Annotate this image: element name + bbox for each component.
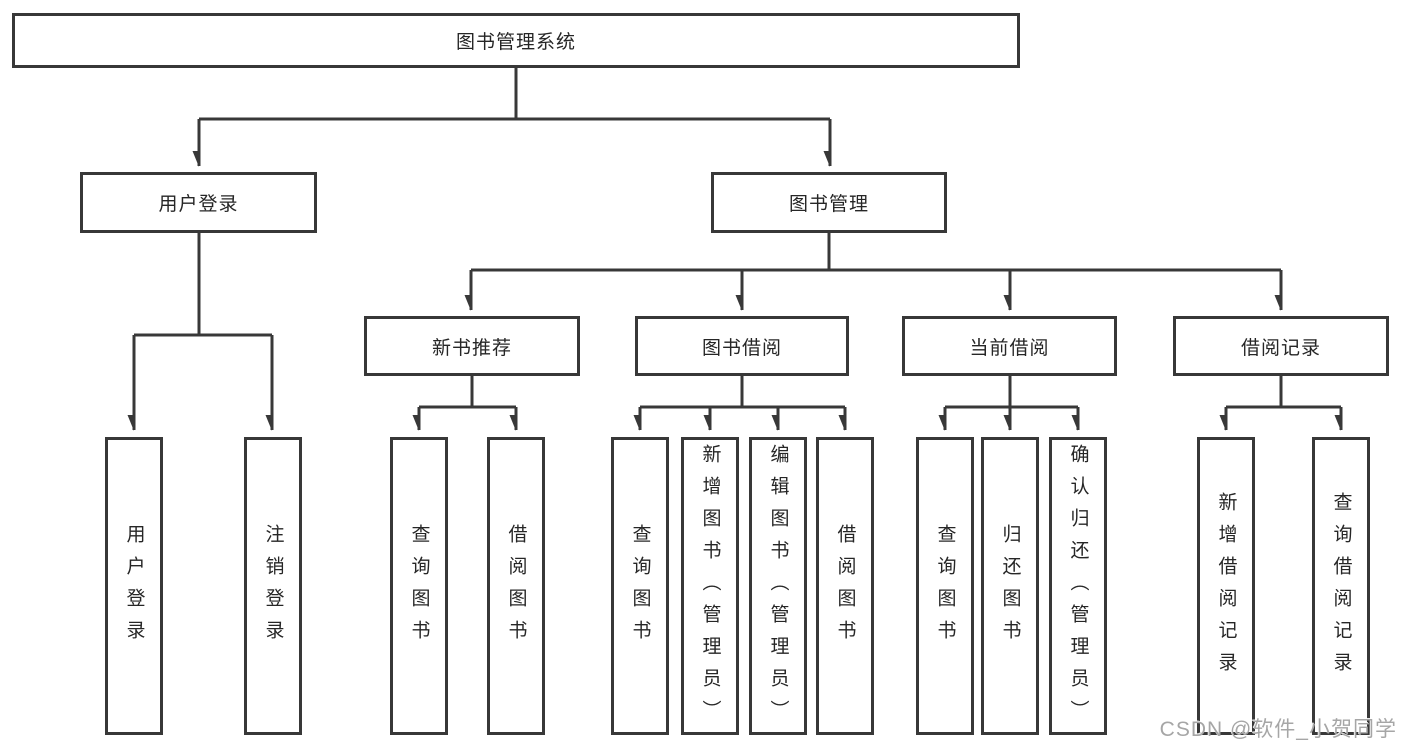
- node-leaf-query-books-2-label: 查询图书: [629, 524, 651, 652]
- node-leaf-query-books-3-label: 查询图书: [934, 524, 956, 652]
- node-leaf-query-borrow-record: 查询借阅记录: [1312, 437, 1370, 735]
- node-leaf-user-login: 用户登录: [105, 437, 163, 735]
- node-user-login-label: 用户登录: [158, 194, 239, 215]
- node-root-label: 图书管理系统: [455, 32, 576, 53]
- node-leaf-borrow-books-2-label: 借阅图书: [834, 524, 856, 652]
- watermark: CSDN @软件_小贺同学: [1159, 718, 1397, 741]
- node-leaf-add-borrow-record: 新增借阅记录: [1197, 437, 1255, 735]
- node-root: 图书管理系统: [12, 13, 1020, 68]
- node-book-borrow-label: 图书借阅: [701, 337, 782, 359]
- node-leaf-query-books-1-label: 查询图书: [408, 524, 430, 652]
- node-user-login: 用户登录: [80, 172, 317, 233]
- node-leaf-borrow-books-1-label: 借阅图书: [505, 524, 527, 652]
- node-leaf-return-books-label: 归还图书: [999, 524, 1021, 652]
- node-leaf-query-books-1: 查询图书: [390, 437, 448, 735]
- node-leaf-add-books-label: 新增图书（管理员）: [699, 444, 721, 732]
- node-current-borrow-label: 当前借阅: [969, 337, 1050, 359]
- node-book-management: 图书管理: [711, 172, 947, 233]
- node-leaf-edit-books-label: 编辑图书（管理员）: [767, 444, 789, 732]
- node-leaf-confirm-return: 确认归还（管理员）: [1049, 437, 1107, 735]
- node-leaf-logout: 注销登录: [244, 437, 302, 735]
- node-leaf-add-borrow-record-label: 新增借阅记录: [1215, 492, 1237, 684]
- node-leaf-borrow-books-1: 借阅图书: [487, 437, 545, 735]
- node-new-books-label: 新书推荐: [431, 337, 512, 359]
- node-book-borrow: 图书借阅: [635, 316, 849, 376]
- node-current-borrow: 当前借阅: [902, 316, 1117, 376]
- node-leaf-edit-books: 编辑图书（管理员）: [749, 437, 807, 735]
- node-leaf-logout-label: 注销登录: [262, 524, 284, 652]
- node-leaf-query-books-3: 查询图书: [916, 437, 974, 735]
- node-leaf-add-books: 新增图书（管理员）: [681, 437, 739, 735]
- node-leaf-user-login-label: 用户登录: [123, 524, 145, 652]
- node-leaf-return-books: 归还图书: [981, 437, 1039, 735]
- node-borrow-records-label: 借阅记录: [1240, 337, 1321, 359]
- node-new-books: 新书推荐: [364, 316, 580, 376]
- node-leaf-query-borrow-record-label: 查询借阅记录: [1330, 492, 1352, 684]
- node-book-management-label: 图书管理: [788, 194, 869, 215]
- node-leaf-query-books-2: 查询图书: [611, 437, 669, 735]
- node-leaf-borrow-books-2: 借阅图书: [816, 437, 874, 735]
- node-leaf-confirm-return-label: 确认归还（管理员）: [1067, 444, 1089, 732]
- node-borrow-records: 借阅记录: [1173, 316, 1389, 376]
